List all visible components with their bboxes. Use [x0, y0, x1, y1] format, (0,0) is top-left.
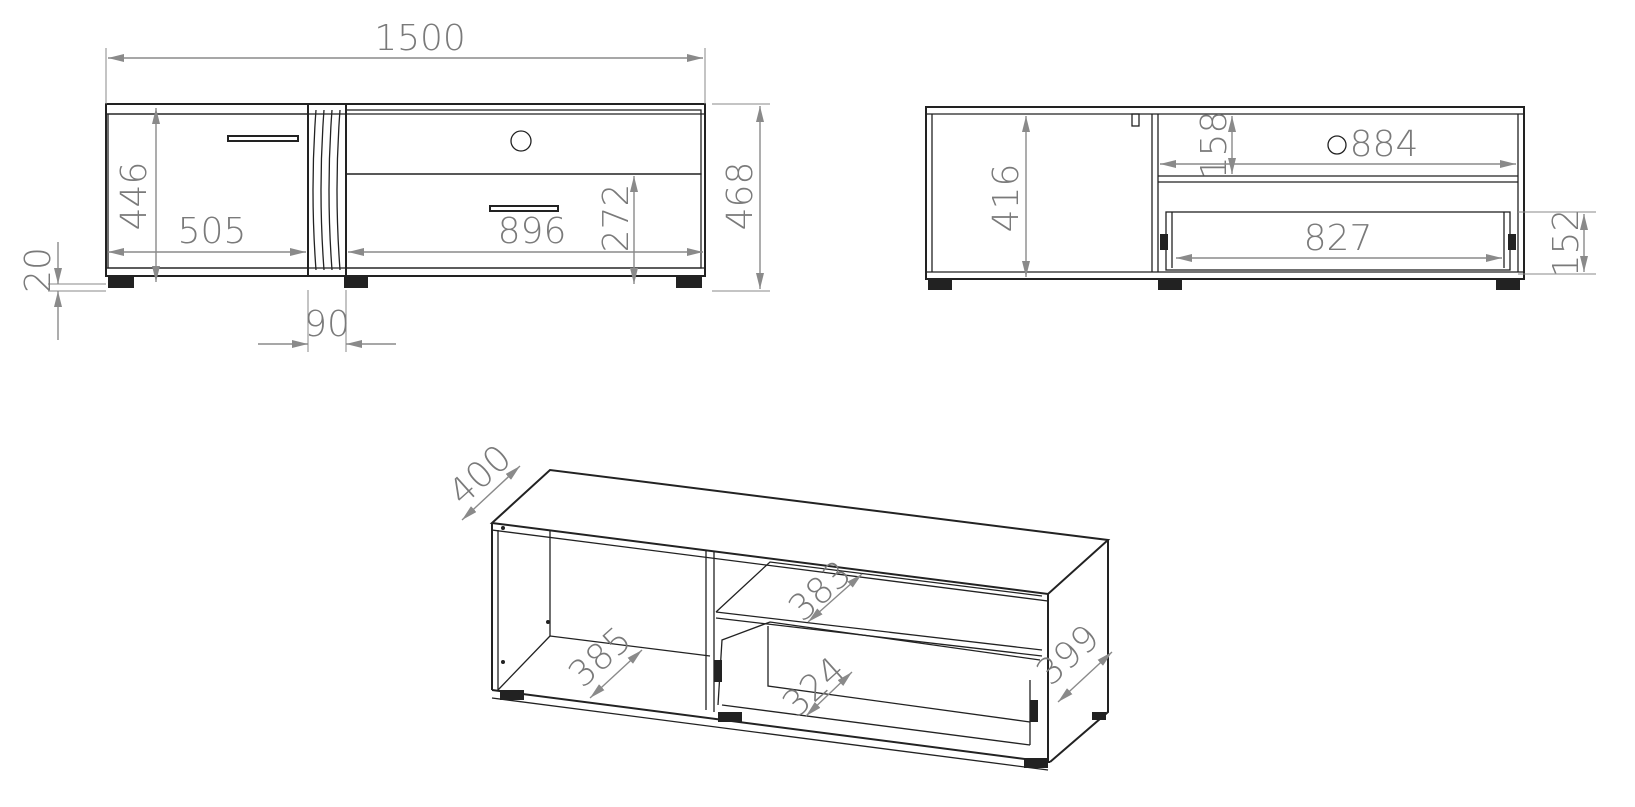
iso-view: 400 383 385 324 399: [441, 437, 1113, 771]
dim-shelf-width: 884: [1350, 124, 1419, 165]
top-flap: [345, 109, 702, 175]
leg: [718, 712, 742, 722]
dim-drawer-height: 152: [1546, 209, 1587, 278]
front-view: 1500 468 446 505 896 272 20 90: [18, 18, 770, 352]
dim-right-width: 896: [498, 211, 567, 252]
dim-side-depth: 399: [1029, 617, 1108, 693]
dim-left-depth: 385: [561, 619, 640, 695]
leg: [500, 690, 524, 700]
leg: [1496, 279, 1520, 290]
iso-top-surface: [489, 468, 1111, 596]
dim-leg-height: 20: [18, 247, 59, 293]
door-handle: [227, 135, 299, 142]
leg: [344, 276, 368, 288]
dim-depth: 400: [441, 437, 520, 513]
open-cabinet-body: [925, 106, 1525, 280]
leg: [676, 276, 702, 288]
drawer-front: [345, 173, 702, 269]
leg: [928, 279, 952, 290]
leg: [1158, 279, 1182, 290]
leg: [1092, 712, 1106, 720]
dim-shelf-height: 158: [1194, 111, 1235, 180]
dim-drawer-depth: 324: [775, 649, 854, 725]
dim-slat-width: 90: [304, 304, 350, 345]
dim-drawer-width: 827: [1304, 218, 1373, 259]
dim-door-height: 446: [114, 162, 155, 231]
leg: [108, 276, 134, 288]
dim-width: 1500: [374, 18, 466, 59]
open-view: 416 158 884 827 152: [925, 106, 1596, 290]
cable-hole: [1327, 135, 1347, 155]
drawer-handle: [489, 205, 559, 212]
dim-inner-height: 416: [986, 164, 1027, 233]
cable-hole: [510, 130, 532, 152]
dim-height: 468: [720, 162, 761, 231]
slat-panel: [307, 103, 347, 277]
dim-drawer-height: 272: [596, 184, 637, 253]
leg: [1024, 758, 1048, 768]
dim-door-width: 505: [178, 211, 247, 252]
front-cabinet-body: [105, 103, 706, 277]
